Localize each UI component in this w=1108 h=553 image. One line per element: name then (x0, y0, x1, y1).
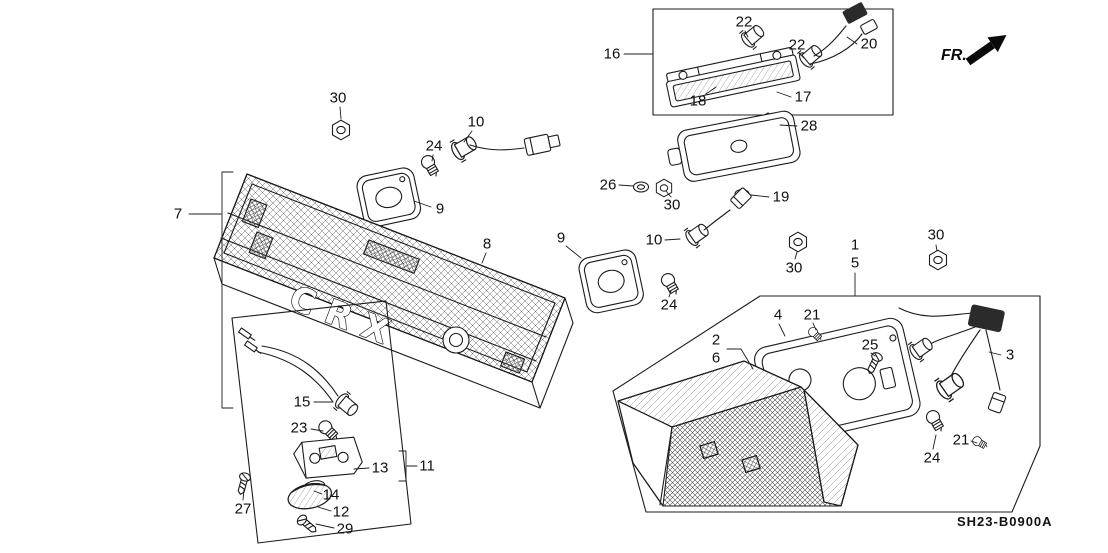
license-light-unit-box (231, 300, 412, 544)
wire-harness-3 (898, 304, 1007, 414)
taillight-unit (617, 360, 859, 507)
license-lens-12 (287, 483, 333, 510)
bulb-socket-15 (331, 389, 363, 421)
nut-30 (331, 119, 351, 141)
fr-direction-arrow (965, 35, 1007, 66)
socket-10 (447, 130, 561, 165)
fr-direction-label: FR. (941, 47, 967, 64)
leader-lines (188, 30, 1002, 529)
light-bracket-13 (293, 436, 363, 479)
license-light-housing (666, 46, 801, 108)
bulb-21 (970, 434, 990, 452)
bulb-24 (418, 152, 443, 180)
diagram-part-code: SH23-B0900A (957, 514, 1053, 529)
socket-10 (681, 187, 752, 250)
license-light-wire (238, 327, 339, 403)
bulb-socket-22 (795, 40, 827, 72)
grommet-26 (632, 181, 650, 193)
taillight-assembly-box (612, 295, 1041, 513)
nut-30 (788, 231, 808, 253)
gasket-9 (578, 249, 644, 314)
bulb-socket-22 (737, 20, 769, 52)
license-light-harness (809, 2, 878, 65)
nut-30 (655, 178, 673, 198)
nut-30 (928, 249, 948, 271)
bulb-24 (923, 407, 948, 435)
license-light-base (667, 110, 801, 182)
gasket-9 (356, 167, 422, 228)
screw-27 (234, 471, 252, 497)
screw-29 (294, 512, 320, 537)
